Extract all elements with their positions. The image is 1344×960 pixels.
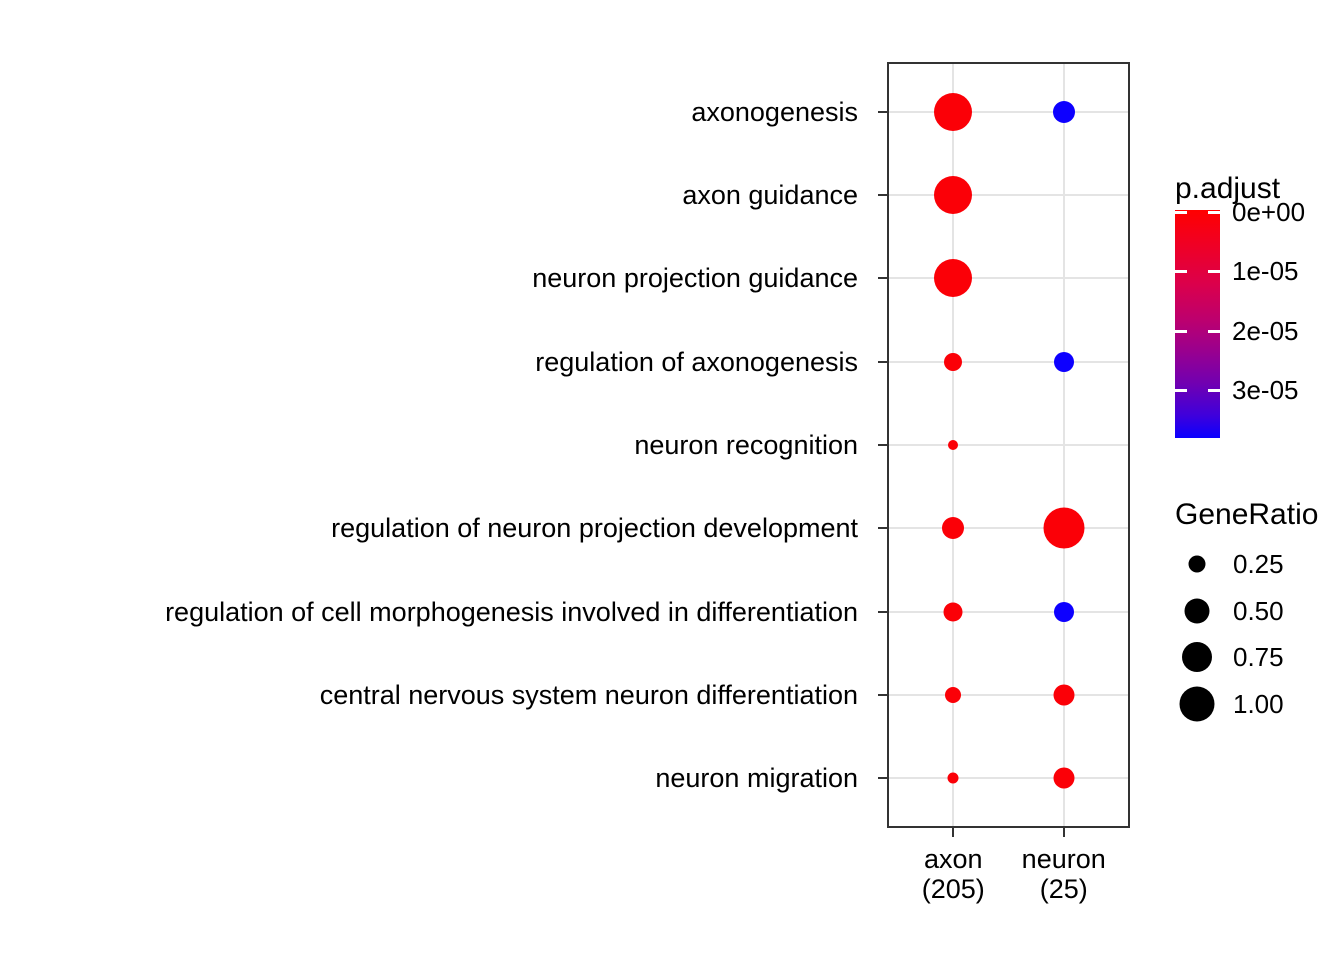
gridline-horizontal — [889, 777, 1128, 780]
colorbar-tick — [1208, 330, 1220, 333]
gridline-horizontal — [889, 194, 1128, 197]
colorbar-tick — [1175, 389, 1187, 392]
colorbar-tick — [1208, 211, 1220, 214]
data-point-dot — [942, 517, 965, 540]
cluster-label: neuron (25) — [1021, 844, 1106, 904]
gridline-horizontal — [889, 610, 1128, 613]
gridline-horizontal — [889, 110, 1128, 113]
y-axis-tick — [878, 693, 887, 696]
gene-ratio-legend-dot — [1184, 598, 1210, 624]
gridline-horizontal — [889, 444, 1128, 446]
colorbar-tick — [1175, 330, 1187, 333]
gene-ratio-legend-label: 0.75 — [1233, 642, 1284, 672]
data-point-dot — [944, 352, 963, 371]
colorbar-tick-label: 3e-05 — [1232, 375, 1299, 405]
colorbar-tick — [1208, 389, 1220, 392]
y-axis-tick — [878, 444, 887, 446]
go-term-label: axonogenesis — [691, 96, 858, 127]
gene-ratio-legend-dot — [1188, 555, 1206, 573]
y-axis-tick — [878, 777, 887, 780]
y-axis-tick — [878, 277, 887, 280]
y-axis-tick — [878, 610, 887, 613]
go-term-label: regulation of axonogenesis — [535, 346, 858, 377]
colorbar-tick-label: 0e+00 — [1232, 197, 1306, 227]
gene-ratio-legend-title: GeneRatio — [1175, 498, 1319, 531]
data-point-dot — [934, 259, 973, 298]
go-term-label: regulation of neuron projection developm… — [331, 513, 858, 544]
gene-ratio-legend-dot — [1182, 642, 1212, 672]
data-point-dot — [943, 602, 963, 622]
x-axis-tick — [952, 828, 955, 837]
go-term-label: neuron projection guidance — [532, 263, 858, 294]
colorbar-tick — [1175, 211, 1187, 214]
gene-ratio-legend-label: 0.25 — [1233, 549, 1284, 579]
go-term-label: axon guidance — [682, 180, 858, 211]
data-point-dot — [1053, 601, 1074, 622]
plot-panel — [887, 62, 1130, 828]
data-point-dot — [934, 176, 973, 215]
data-point-dot — [947, 772, 959, 784]
colorbar-tick — [1175, 270, 1187, 273]
data-point-dot — [948, 440, 959, 450]
y-axis-tick — [878, 360, 887, 363]
data-point-dot — [1052, 100, 1075, 123]
go-term-label: central nervous system neuron differenti… — [319, 679, 858, 710]
y-axis-tick — [878, 527, 887, 530]
gridline-horizontal — [889, 527, 1128, 530]
gridline-horizontal — [889, 693, 1128, 696]
cluster-label: axon (205) — [921, 844, 985, 904]
data-point-dot — [1043, 507, 1085, 549]
data-point-dot — [1053, 684, 1075, 706]
data-point-dot — [1053, 351, 1074, 372]
data-point-dot — [945, 686, 962, 703]
go-term-label: neuron recognition — [634, 430, 858, 460]
data-point-dot — [934, 92, 973, 131]
colorbar-tick — [1208, 270, 1220, 273]
y-axis-tick — [878, 194, 887, 197]
colorbar-tick-label: 1e-05 — [1232, 256, 1299, 286]
gene-ratio-legend-label: 0.50 — [1233, 596, 1284, 626]
gene-ratio-legend-label: 1.00 — [1233, 689, 1284, 719]
y-axis-tick — [878, 110, 887, 113]
p-adjust-colorbar — [1175, 210, 1220, 438]
data-point-dot — [1053, 767, 1075, 789]
colorbar-tick-label: 2e-05 — [1232, 316, 1299, 346]
gridline-horizontal — [889, 360, 1128, 363]
gridline-horizontal — [889, 277, 1128, 280]
gene-ratio-legend-dot — [1179, 686, 1215, 722]
go-term-label: neuron migration — [655, 763, 858, 794]
go-term-label: regulation of cell morphogenesis involve… — [165, 596, 858, 627]
x-axis-tick — [1062, 828, 1065, 837]
p-adjust-legend-title: p.adjust — [1175, 172, 1281, 205]
